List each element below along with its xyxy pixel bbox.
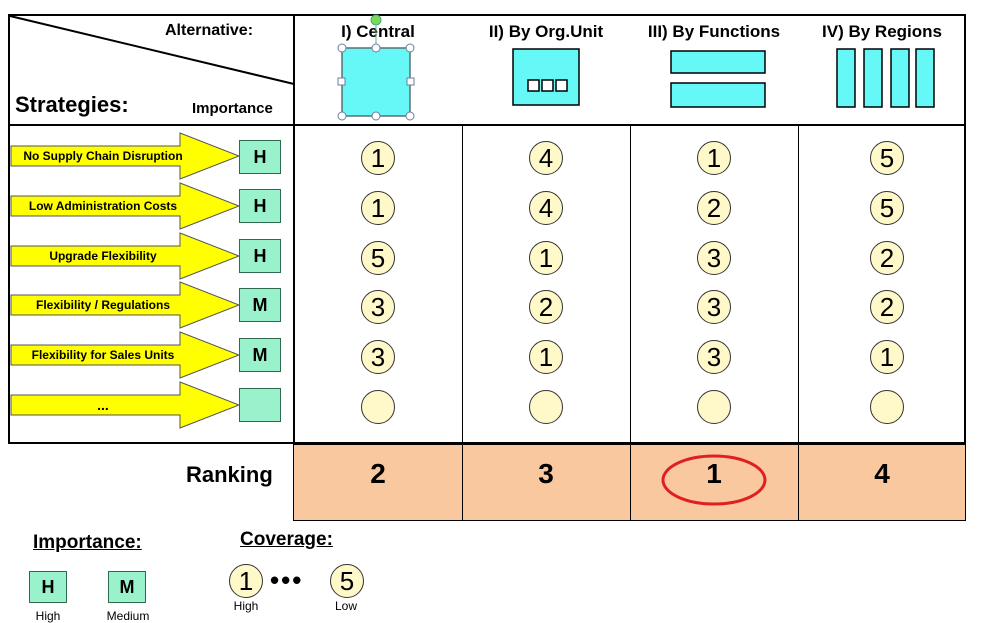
column-divider-1 [462,124,463,444]
coverage-score: 1 [361,141,395,175]
coverage-score: 2 [870,290,904,324]
coverage-score [361,390,395,424]
header-diagonal [9,15,295,85]
legend-high-badge: H [29,571,67,603]
coverage-score: 5 [870,191,904,225]
coverage-score: 3 [697,340,731,374]
coverage-score: 3 [697,241,731,275]
legend-coverage-low-caption: Low [334,599,357,613]
importance-badge: H [239,189,281,223]
ranking-label: Ranking [186,462,273,487]
ranking-divider [462,444,463,521]
strategy-arrow: Flexibility for Sales Units [10,331,240,379]
coverage-score: 2 [529,290,563,324]
coverage-score: 1 [697,141,731,175]
coverage-score: 1 [870,340,904,374]
strategy-label: Flexibility / Regulations [35,298,171,312]
importance-legend-title: Importance: [33,532,142,553]
alternative-title-regions: IV) By Regions [822,22,942,41]
coverage-score [697,390,731,424]
body-bottom-divider [8,442,966,444]
importance-badge: M [239,288,281,322]
coverage-score: 3 [697,290,731,324]
ranking-row [293,444,966,521]
strategy-column-divider [293,14,295,444]
central-structure-icon[interactable] [334,12,422,124]
coverage-score: 2 [697,191,731,225]
coverage-score: 5 [870,141,904,175]
importance-badge: H [239,140,281,174]
functions-structure-icon [670,50,766,108]
ranking-divider [630,444,631,521]
coverage-score: 1 [529,340,563,374]
org-unit-structure-icon [512,48,580,106]
coverage-score [529,390,563,424]
coverage-score: 1 [529,241,563,275]
strategy-arrow: Flexibility / Regulations [10,281,240,329]
coverage-score: 5 [361,241,395,275]
alternative-title-central: I) Central [341,22,415,41]
coverage-score: 3 [361,340,395,374]
importance-badge [239,388,281,422]
importance-badge: H [239,239,281,273]
strategy-label: ... [97,397,109,413]
ranking-divider [798,444,799,521]
legend-coverage-high: 1 [229,564,263,598]
coverage-score: 2 [870,241,904,275]
alternative-label: Alternative: [165,22,254,39]
legend-coverage-dots: ••• [270,565,304,595]
importance-header: Importance [192,100,273,117]
strategies-label: Strategies: [15,92,129,117]
importance-badge: M [239,338,281,372]
coverage-score: 4 [529,141,563,175]
alternative-title-org-unit: II) By Org.Unit [488,22,604,41]
alternative-title-functions: III) By Functions [647,22,781,41]
strategy-arrow: ... [10,381,240,429]
strategy-arrow: No Supply Chain Disruption [10,132,240,180]
strategy-arrow: Upgrade Flexibility [10,232,240,280]
ranking-value-functions: 1 [706,458,722,489]
legend-coverage-high-caption: High [233,599,259,613]
legend-high-caption: High [35,609,61,623]
strategy-label: No Supply Chain Disruption [23,149,183,163]
regions-structure-icon [836,48,935,108]
coverage-score [870,390,904,424]
ranking-value-org-unit: 3 [538,458,554,489]
strategy-arrow: Low Administration Costs [10,182,240,230]
strategy-label: Flexibility for Sales Units [31,348,175,362]
coverage-legend-title: Coverage: [240,529,333,550]
column-divider-2 [630,124,631,444]
column-divider-3 [798,124,799,444]
strategy-label: Low Administration Costs [28,199,178,213]
strategy-label: Upgrade Flexibility [49,249,157,263]
coverage-score: 4 [529,191,563,225]
coverage-score: 3 [361,290,395,324]
ranking-value-regions: 4 [874,458,890,489]
ranking-value-central: 2 [370,458,386,489]
legend-medium-badge: M [108,571,146,603]
legend-coverage-low: 5 [330,564,364,598]
header-divider [8,124,966,126]
best-ranking-highlight-ring [661,454,767,506]
coverage-score: 1 [361,191,395,225]
legend-medium-caption: Medium [106,609,150,623]
